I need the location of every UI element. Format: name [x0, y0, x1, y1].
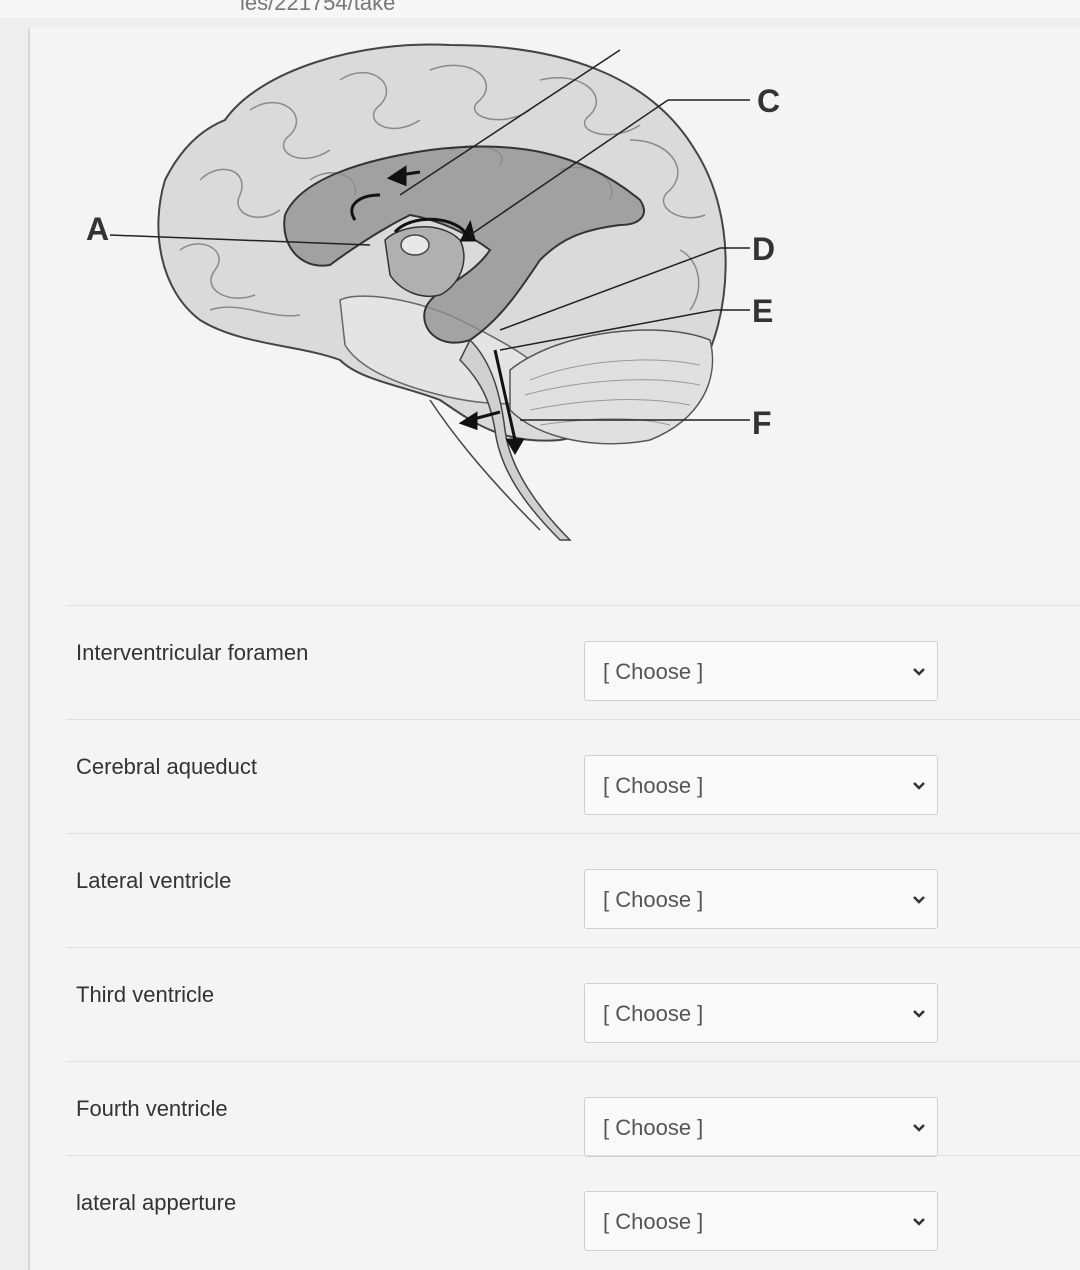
question-row: lateral apperture [ Choose ]	[66, 1155, 1080, 1270]
answer-dropdown[interactable]: [ Choose ]	[584, 1097, 938, 1157]
cerebellum	[509, 329, 714, 445]
browser-url-bar[interactable]: ies/221754/take	[0, 0, 1080, 18]
dropdown-value: [ Choose ]	[603, 1209, 704, 1234]
answer-dropdown[interactable]: [ Choose ]	[584, 641, 938, 701]
dropdown-value: [ Choose ]	[603, 773, 704, 798]
dropdown-value: [ Choose ]	[603, 887, 704, 912]
leader-lines	[109, 49, 750, 421]
chevron-down-icon	[913, 1010, 925, 1018]
answer-dropdown[interactable]: [ Choose ]	[584, 983, 938, 1043]
brain-ventricles-diagram: A C D E F	[86, 43, 780, 541]
answer-dropdown[interactable]: [ Choose ]	[584, 869, 938, 929]
question-row: Interventricular foramen [ Choose ]	[66, 605, 1080, 720]
question-label: lateral apperture	[76, 1190, 237, 1215]
answer-dropdown[interactable]: [ Choose ]	[584, 1191, 938, 1251]
url-text: ies/221754/take	[240, 0, 396, 15]
label-a: A	[86, 211, 109, 247]
question-row: Lateral ventricle [ Choose ]	[66, 833, 1080, 948]
label-f: F	[752, 405, 772, 441]
question-row: Fourth ventricle [ Choose ]	[66, 1061, 1080, 1176]
label-e: E	[752, 293, 773, 329]
chevron-down-icon	[913, 1124, 925, 1132]
label-d: D	[752, 231, 775, 267]
chevron-down-icon	[913, 782, 925, 790]
question-label: Lateral ventricle	[76, 868, 232, 893]
question-label: Interventricular foramen	[76, 640, 309, 665]
dropdown-value: [ Choose ]	[603, 659, 704, 684]
question-label: Cerebral aqueduct	[76, 754, 258, 779]
gyri-texture	[179, 64, 706, 317]
answer-dropdown[interactable]: [ Choose ]	[584, 755, 938, 815]
question-row: Third ventricle [ Choose ]	[66, 947, 1080, 1062]
question-label: Third ventricle	[76, 982, 215, 1007]
question-label: Fourth ventricle	[76, 1096, 228, 1121]
dropdown-value: [ Choose ]	[603, 1115, 704, 1140]
brainstem	[459, 338, 572, 541]
label-c: C	[757, 83, 780, 119]
dropdown-value: [ Choose ]	[603, 1001, 704, 1026]
chevron-down-icon	[913, 668, 925, 676]
question-row: Cerebral aqueduct [ Choose ]	[66, 719, 1080, 834]
chevron-down-icon	[913, 1218, 925, 1226]
chevron-down-icon	[913, 896, 925, 904]
